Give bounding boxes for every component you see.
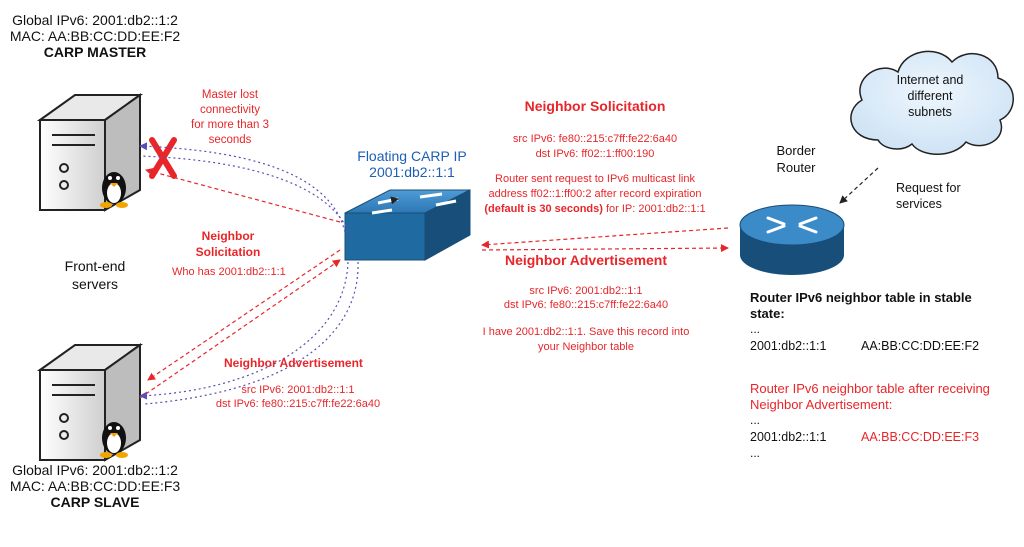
left-advertisement-title: Neighbor Advertisement (224, 356, 363, 370)
slave-to-switch-arrow (139, 259, 341, 399)
table-stable-dots: ... (750, 322, 761, 336)
slave-dotted-link-1 (139, 261, 349, 400)
floating-ip-value: 2001:db2::1:1 (369, 164, 455, 180)
table-after-title-1: Router IPv6 neighbor table after receivi… (750, 381, 990, 396)
internet-cloud-icon (850, 50, 1014, 155)
left-solicitation-title: Neighbor Solicitation (195, 229, 261, 259)
frontend-servers-label: Front-end servers (64, 258, 126, 292)
switch-to-slave-arrow (147, 249, 341, 381)
table-stable-mac: AA:BB:CC:DD:EE:F2 (861, 339, 980, 353)
right-advertisement-desc2: your Neighbor table (537, 341, 634, 353)
left-advertisement-src: src IPv6: 2001:db2::1:1 (241, 384, 355, 396)
right-solicitation-dst: dst IPv6: ff02::1:ff00:190 (535, 148, 655, 160)
slave-mac-label: MAC: AA:BB:CC:DD:EE:F3 (9, 478, 181, 494)
switch-to-master-arrow (145, 167, 341, 223)
master-server-icon (36, 93, 144, 212)
right-solicitation-title: Neighbor Solicitation (524, 98, 666, 114)
right-advertisement-dst: dst IPv6: fe80::215:c7ff:fe22:6a40 (503, 299, 669, 311)
slave-dotted-link-2 (144, 261, 359, 405)
floating-ip-title: Floating CARP IP (357, 148, 467, 164)
slave-role-label: CARP SLAVE (50, 494, 140, 510)
slave-server-icon (36, 343, 144, 462)
linux-penguin-icon (100, 172, 128, 208)
master-dotted-link-2 (139, 155, 353, 241)
table-stable-title-1: Router IPv6 neighbor table in stable (750, 290, 972, 305)
target-ip-text: for IP: 2001:db2::1:1 (602, 203, 706, 215)
table-after-title-2: Neighbor Advertisement: (750, 397, 893, 412)
border-router-label: Border Router (776, 143, 816, 175)
master-ipv6-label: Global IPv6: 2001:db2::1:2 (12, 12, 178, 28)
table-after-ip: 2001:db2::1:1 (750, 430, 827, 444)
switch-icon (344, 189, 471, 261)
linux-penguin-icon (100, 422, 128, 458)
master-role-label: CARP MASTER (43, 44, 147, 60)
right-solicitation-desc2: address ff02::1:ff00:2 after record expi… (488, 188, 702, 200)
right-solicitation-src: src IPv6: fe80::215:c7ff:fe22:6a40 (512, 133, 678, 145)
table-stable-ip: 2001:db2::1:1 (750, 339, 827, 353)
master-lost-note: Master lost connectivity for more than 3… (191, 89, 269, 146)
router-icon (739, 204, 845, 275)
master-dotted-link-1 (139, 142, 346, 233)
left-advertisement-dst: dst IPv6: fe80::215:c7ff:fe22:6a40 (215, 398, 381, 410)
right-solicitation-desc1: Router sent request to IPv6 multicast li… (495, 173, 695, 185)
advertisement-arrow-switch-to-router (481, 244, 729, 253)
table-stable-title-2: state: (750, 306, 785, 321)
default-timeout-text: (default is 30 seconds) (484, 203, 603, 215)
slave-ipv6-label: Global IPv6: 2001:db2::1:2 (12, 462, 178, 478)
right-solicitation-desc3: (default is 30 seconds) for IP: 2001:db2… (470, 203, 720, 216)
request-arrow (839, 167, 879, 204)
right-advertisement-desc1: I have 2001:db2::1:1. Save this record i… (482, 326, 690, 338)
right-advertisement-title: Neighbor Advertisement (504, 252, 668, 268)
left-solicitation-who: Who has 2001:db2::1:1 (172, 266, 286, 278)
solicitation-arrow-router-to-switch (481, 227, 729, 249)
request-label: Request for services (896, 181, 961, 211)
table-after-mac: AA:BB:CC:DD:EE:F3 (861, 430, 980, 444)
cloud-label: Internet and different subnets (896, 73, 964, 119)
right-advertisement-src: src IPv6: 2001:db2::1:1 (529, 285, 643, 297)
table-after-dots-2: ... (750, 446, 761, 460)
table-after-dots-1: ... (750, 413, 761, 427)
master-mac-label: MAC: AA:BB:CC:DD:EE:F2 (9, 28, 181, 44)
lost-connection-x-icon (149, 137, 177, 179)
